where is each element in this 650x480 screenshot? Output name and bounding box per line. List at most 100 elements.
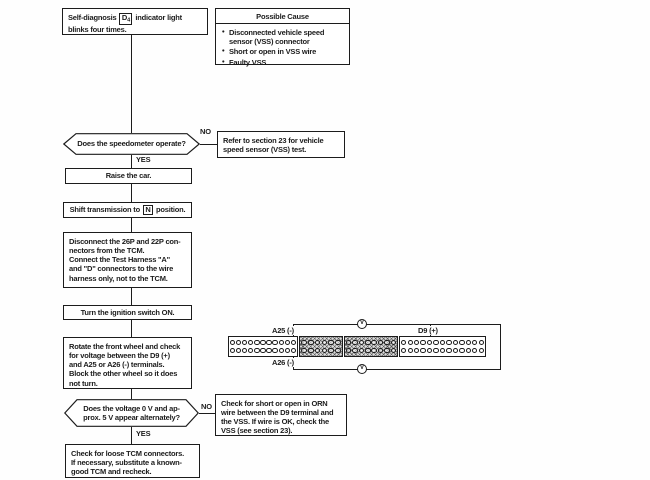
pin-icon xyxy=(439,339,446,346)
pin-icon xyxy=(390,339,396,346)
pin-row xyxy=(400,347,485,354)
pin-icon xyxy=(413,339,420,346)
pin-icon xyxy=(345,347,352,354)
label-a25: A25 (-) xyxy=(271,326,295,336)
no-label-2: NO xyxy=(200,402,213,412)
no-label-1: NO xyxy=(199,127,212,137)
pin-icon xyxy=(254,339,260,346)
pin-icon xyxy=(301,339,307,346)
ignition-switch-box: Turn the ignition switch ON. xyxy=(63,305,192,320)
flow-line xyxy=(131,155,132,168)
pin-icon xyxy=(290,339,297,346)
check-orn-wire-box: Check for short or open in ORN wire betw… xyxy=(215,394,347,436)
pin-icon xyxy=(321,347,328,354)
pin-icon xyxy=(472,339,478,346)
pin-icon xyxy=(266,347,272,354)
flow-line-no-1 xyxy=(200,144,217,145)
possible-cause-item: Short or open in VSS wire xyxy=(222,46,345,56)
hexagon-shape xyxy=(63,133,200,155)
start-text-pre: Self-diagnosis xyxy=(68,13,117,22)
pin-icon xyxy=(478,347,484,354)
pin-icon xyxy=(433,339,439,346)
pin-icon xyxy=(459,339,465,346)
pin-icon xyxy=(278,339,284,346)
pin-icon xyxy=(377,339,384,346)
pin-icon xyxy=(301,347,307,354)
wire-top xyxy=(293,324,500,325)
pin-icon xyxy=(365,347,371,354)
shift-transmission-box: Shift transmission to N position. xyxy=(63,202,192,218)
pin-icon xyxy=(335,339,341,346)
decision-speedometer: Does the speedometer operate? xyxy=(63,133,200,155)
pin-icon xyxy=(459,347,465,354)
connector-section-b xyxy=(299,336,343,357)
connector-pin-block xyxy=(228,336,487,357)
pin-icon xyxy=(478,339,484,346)
pin-row xyxy=(229,347,297,354)
rotate-wheel-box: Rotate the front wheel and check for vol… xyxy=(63,337,192,389)
voltmeter-bottom-icon: V xyxy=(357,364,367,374)
pin-icon xyxy=(321,339,328,346)
label-d9: D9 (+) xyxy=(417,326,439,336)
flow-line-no-2 xyxy=(199,413,215,414)
pin-row xyxy=(300,339,342,346)
pin-icon xyxy=(465,347,471,354)
pin-icon xyxy=(401,339,407,346)
pin-row xyxy=(345,347,397,354)
flow-line xyxy=(131,389,132,399)
n-position-box: N xyxy=(142,205,154,215)
pin-icon xyxy=(328,339,334,346)
pin-icon xyxy=(407,339,413,346)
pin-icon xyxy=(446,347,452,354)
pin-icon xyxy=(308,347,314,354)
connector-section-d xyxy=(399,336,486,357)
pin-icon xyxy=(420,347,426,354)
pin-icon xyxy=(284,339,291,346)
pin-icon xyxy=(266,339,272,346)
flow-line xyxy=(131,218,132,232)
pin-icon xyxy=(272,339,278,346)
pin-icon xyxy=(345,339,352,346)
pin-icon xyxy=(284,347,291,354)
pin-icon xyxy=(308,339,314,346)
pin-icon xyxy=(254,347,260,354)
pin-icon xyxy=(377,347,384,354)
decision-speedometer-text: Does the speedometer operate? xyxy=(77,139,186,149)
pin-icon xyxy=(235,339,242,346)
pin-icon xyxy=(365,339,371,346)
pin-icon xyxy=(465,339,471,346)
yes-label-1: YES xyxy=(135,155,152,165)
shift-text-post: position. xyxy=(155,205,186,215)
pin-icon xyxy=(314,339,321,346)
refer-section-23-box: Refer to section 23 for vehicle speed se… xyxy=(217,131,345,158)
pin-icon xyxy=(433,347,439,354)
d4-indicator-box: D4 xyxy=(119,13,133,26)
flow-line xyxy=(131,288,132,305)
pin-icon xyxy=(229,347,236,354)
possible-cause-title: Possible Cause xyxy=(216,9,349,25)
flow-line xyxy=(131,184,132,202)
pin-icon xyxy=(335,347,341,354)
pin-icon xyxy=(472,347,478,354)
voltmeter-top-icon: V xyxy=(357,319,367,329)
possible-cause-panel: Possible Cause Disconnected vehicle spee… xyxy=(215,8,350,67)
pin-icon xyxy=(384,347,390,354)
pin-icon xyxy=(241,347,248,354)
connector-section-c xyxy=(344,336,398,357)
pin-icon xyxy=(248,339,254,346)
wire-right xyxy=(500,324,501,370)
pin-icon xyxy=(452,339,459,346)
pin-icon xyxy=(241,339,248,346)
pin-icon xyxy=(452,347,459,354)
connector-section-a xyxy=(228,336,298,357)
pin-icon xyxy=(260,339,266,346)
decision-voltage: Does the voltage 0 V and ap- prox. 5 V a… xyxy=(64,399,199,427)
flow-line xyxy=(131,320,132,337)
wire-bottom xyxy=(293,369,501,370)
pin-icon xyxy=(272,347,278,354)
pin-icon xyxy=(328,347,334,354)
shift-text-pre: Shift transmission to xyxy=(69,205,141,215)
decision-voltage-text: Does the voltage 0 V and ap- prox. 5 V a… xyxy=(83,403,180,422)
pin-icon xyxy=(446,339,452,346)
